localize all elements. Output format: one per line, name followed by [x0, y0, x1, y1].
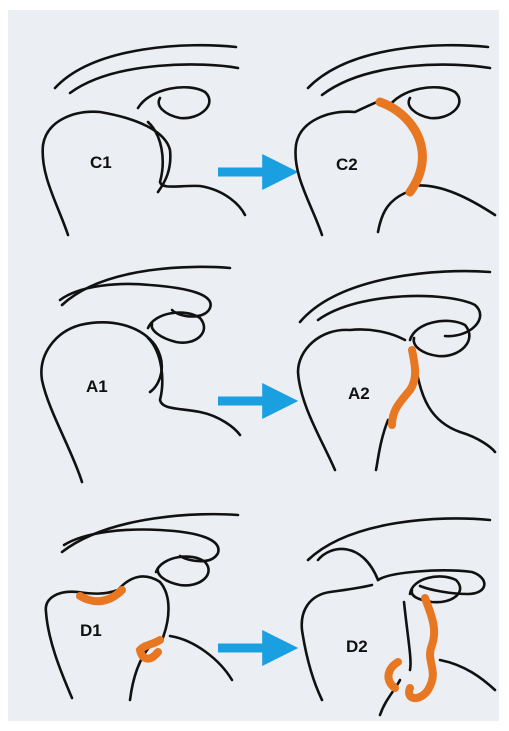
acromion-outline	[60, 284, 211, 317]
scapula-outline	[376, 420, 388, 470]
coracoid-outline	[138, 87, 209, 118]
glenoid-outline	[415, 360, 495, 452]
scapula-outline	[440, 660, 495, 690]
acromion-outline	[308, 518, 490, 560]
glenoid-outline	[378, 193, 405, 232]
row-c: C1 C2	[43, 45, 495, 235]
cuff-highlight	[409, 598, 434, 698]
cuff-highlight	[380, 102, 422, 192]
glenoid-outline	[148, 338, 240, 435]
label-d1: D1	[80, 621, 102, 640]
label-a1: A1	[86, 377, 108, 396]
acromion-outline	[62, 514, 238, 552]
acromion-outline	[378, 570, 484, 594]
scapula-outline	[412, 185, 495, 215]
humeral-head-outline	[46, 576, 169, 698]
label-c2: C2	[336, 155, 358, 174]
shoulder-d2: D2	[302, 518, 495, 715]
cuff-highlight	[80, 590, 122, 601]
shoulder-c1: C1	[43, 45, 245, 235]
acromion-outline	[318, 549, 378, 580]
shoulder-a1: A1	[41, 267, 240, 482]
cuff-highlight	[140, 640, 160, 659]
shoulder-a2: A2	[298, 271, 495, 470]
label-d2: D2	[346, 637, 368, 656]
shoulder-c2: C2	[295, 45, 495, 235]
humeral-head-outline	[43, 112, 171, 235]
acromion-outline	[70, 64, 238, 93]
cuff-highlight	[392, 350, 415, 425]
row-a: A1 A2	[41, 267, 495, 482]
row-d: D1 D2	[46, 514, 495, 715]
label-c1: C1	[90, 153, 112, 172]
scapula-outline	[170, 636, 232, 680]
coracoid-outline	[410, 321, 469, 356]
glenoid-outline	[404, 602, 411, 670]
acromion-outline	[322, 65, 490, 95]
humeral-head-outline	[41, 322, 161, 482]
shoulder-d1: D1	[46, 514, 238, 700]
label-a2: A2	[348, 384, 370, 403]
